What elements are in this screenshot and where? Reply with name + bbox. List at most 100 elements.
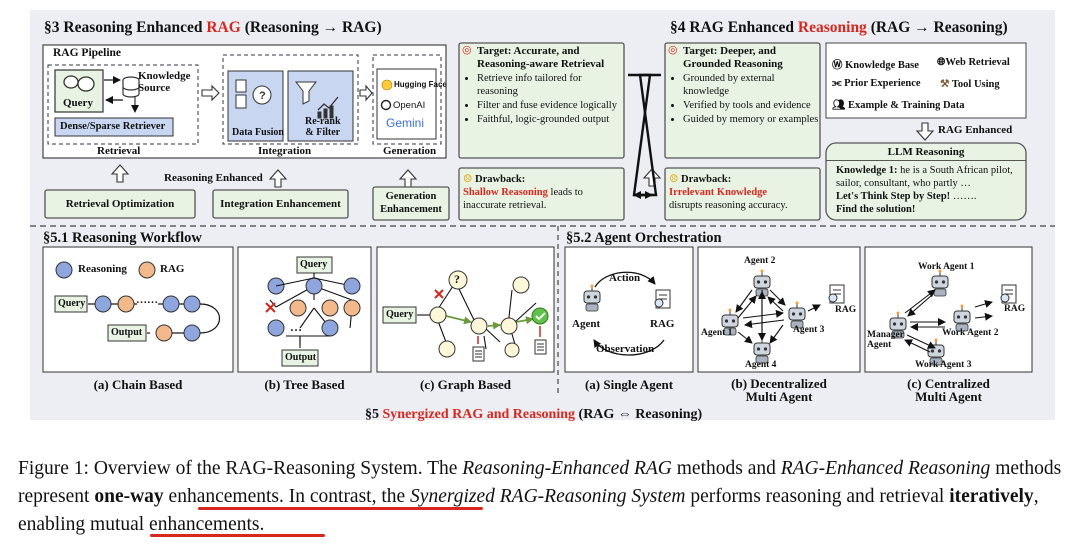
up-arrow-icon bbox=[398, 169, 418, 188]
check-icon bbox=[531, 307, 549, 325]
tool-using-item: ⚒ Tool Using bbox=[940, 79, 1000, 90]
llm-title: LLM Reasoning bbox=[887, 146, 965, 158]
bullet: Grounded by external knowledge bbox=[683, 72, 821, 98]
retrieval-label: Retrieval bbox=[97, 145, 141, 157]
workflow-title: §5.1 Reasoning Workflow bbox=[43, 230, 202, 246]
double-arrow-icon bbox=[359, 84, 373, 102]
action-label: Action bbox=[609, 272, 641, 284]
agent-4-label: Agent 4 bbox=[745, 360, 777, 370]
caption-decentralized: (b) Decentralized Multi Agent bbox=[731, 376, 827, 404]
robot-icons bbox=[583, 269, 1017, 366]
document-search-icon bbox=[654, 289, 671, 309]
target-icon: ◎ bbox=[668, 44, 678, 56]
target-right: Target: Deeper, and Grounded Reasoning G… bbox=[669, 45, 821, 127]
work-agent-2-label: Work Agent 2 bbox=[942, 328, 999, 338]
graph-question-mark: ? bbox=[454, 272, 460, 286]
openai-label: OpenAI bbox=[393, 100, 426, 111]
agent-3-label: Agent 3 bbox=[793, 325, 825, 335]
gemini-label: Gemini bbox=[386, 116, 425, 130]
reasoning-enhanced-label: Reasoning Enhanced bbox=[164, 172, 263, 184]
target-right-title: Target: Deeper, and Grounded Reasoning bbox=[683, 45, 783, 70]
data-fusion-icon: ? bbox=[235, 79, 272, 109]
wiki-icon: Ⓦ bbox=[832, 60, 843, 71]
example-item: 👥︎ Example & Training Data bbox=[832, 100, 965, 111]
robot-icon bbox=[889, 311, 907, 339]
observation-label: Observation bbox=[596, 343, 655, 355]
rag-enhanced-label: RAG Enhanced bbox=[938, 124, 1013, 136]
bullet: Filter and fuse evidence logically bbox=[477, 99, 623, 112]
sad-face-icon: ☹ bbox=[669, 174, 679, 185]
up-arrow-icon bbox=[268, 169, 288, 188]
bullet: Faithful, logic-grounded output bbox=[477, 113, 623, 126]
target-left: Target: Accurate, and Reasoning-aware Re… bbox=[463, 45, 623, 127]
bullet: Guided by memory or examples bbox=[683, 113, 821, 126]
single-agent-label: Agent bbox=[572, 318, 601, 330]
query-label: Query bbox=[63, 97, 93, 109]
bullet: Verified by tools and evidence bbox=[683, 99, 821, 112]
tool-icon: ⚒ bbox=[940, 79, 950, 90]
database-icon bbox=[122, 76, 140, 98]
chain-dots: …… bbox=[136, 294, 158, 306]
integration-enhancement: Integration Enhancement bbox=[220, 198, 341, 210]
globe-icon: 🌐︎ bbox=[937, 57, 946, 68]
tree-query: Query bbox=[300, 259, 328, 270]
drawback-left: ☹ Drawback: Shallow Reasoning leads to i… bbox=[463, 174, 583, 211]
figure-caption: Figure 1: Overview of the RAG-Reasoning … bbox=[18, 458, 1062, 535]
generation-label: Generation bbox=[383, 145, 437, 157]
document-search-icon bbox=[828, 284, 845, 304]
down-arrow-icon bbox=[915, 122, 935, 141]
underline-one-way bbox=[198, 507, 483, 510]
cross-icon bbox=[265, 302, 276, 313]
manager-agent-label: Manager Agent bbox=[867, 330, 904, 350]
graph-query: Query bbox=[386, 309, 414, 320]
work-agent-3-label: Work Agent 3 bbox=[915, 360, 972, 370]
underline-iteratively bbox=[150, 534, 325, 537]
bullet: Retrieve info tailored for reasoning bbox=[477, 72, 623, 98]
people-icon: 👥︎ bbox=[832, 100, 846, 111]
retriever-label: Dense/Sparse Retriever bbox=[60, 121, 166, 132]
agent-2-label: Agent 2 bbox=[744, 256, 776, 266]
svg-text:?: ? bbox=[259, 90, 266, 102]
decentral-rag-label: RAG bbox=[835, 305, 857, 315]
filter-chart-icon bbox=[294, 81, 339, 119]
sec5-title: §5 Synergized RAG and Reasoning (RAG ⇔ R… bbox=[365, 407, 703, 422]
sad-face-icon: ☹ bbox=[463, 174, 473, 185]
tree-output: Output bbox=[285, 352, 317, 363]
caption-single: (a) Single Agent bbox=[584, 377, 674, 392]
generation-enhancement: Generation Enhancement bbox=[380, 191, 442, 215]
retrieval-optimization: Retrieval Optimization bbox=[65, 198, 175, 210]
caption-tree: (b) Tree Based bbox=[264, 377, 345, 392]
rerank-label: Re-rank & Filter bbox=[305, 116, 341, 138]
chain-query: Query bbox=[58, 298, 86, 309]
single-rag-label: RAG bbox=[650, 318, 675, 330]
llm-reasoning-box: LLM Reasoning Knowledge 1: he is a South… bbox=[826, 146, 1026, 216]
pipeline-title: RAG Pipeline bbox=[53, 47, 122, 59]
agent-1-label: Agent 1 bbox=[701, 328, 733, 338]
caption-graph: (c) Graph Based bbox=[420, 377, 511, 392]
central-rag-label: RAG bbox=[1004, 304, 1026, 314]
integration-label: Integration bbox=[258, 145, 312, 157]
robot-icon bbox=[931, 269, 949, 297]
tree-ellipsis: … bbox=[290, 320, 302, 334]
knowledge-source-label: Knowledge Source bbox=[138, 70, 191, 94]
robot-icon bbox=[953, 304, 971, 332]
document-search-icon bbox=[1000, 284, 1017, 304]
agent-title: §5.2 Agent Orchestration bbox=[566, 230, 722, 246]
document-icon bbox=[472, 339, 547, 362]
target-left-title: Target: Accurate, and Reasoning-aware Re… bbox=[477, 45, 605, 70]
data-fusion-label: Data Fusion bbox=[232, 127, 284, 138]
up-arrow-icon bbox=[110, 164, 130, 183]
prior-experience-item: ⫘ Prior Experience bbox=[832, 78, 921, 89]
caption-chain: (a) Chain Based bbox=[93, 377, 183, 392]
legend-rag-label: RAG bbox=[160, 263, 185, 275]
overview-figure: ? bbox=[0, 0, 1080, 430]
legend-reasoning-label: Reasoning bbox=[78, 263, 127, 275]
cross-icon bbox=[434, 289, 444, 299]
web-retrieval-item: 🌐︎Web Retrieval bbox=[937, 57, 1010, 68]
chat-icon bbox=[63, 75, 95, 92]
path-icon: ⫘ bbox=[832, 78, 842, 89]
robot-icon bbox=[721, 308, 739, 336]
sec3-title: §3 Reasoning Enhanced RAG (Reasoning → R… bbox=[44, 19, 382, 36]
robot-icon bbox=[927, 338, 945, 366]
